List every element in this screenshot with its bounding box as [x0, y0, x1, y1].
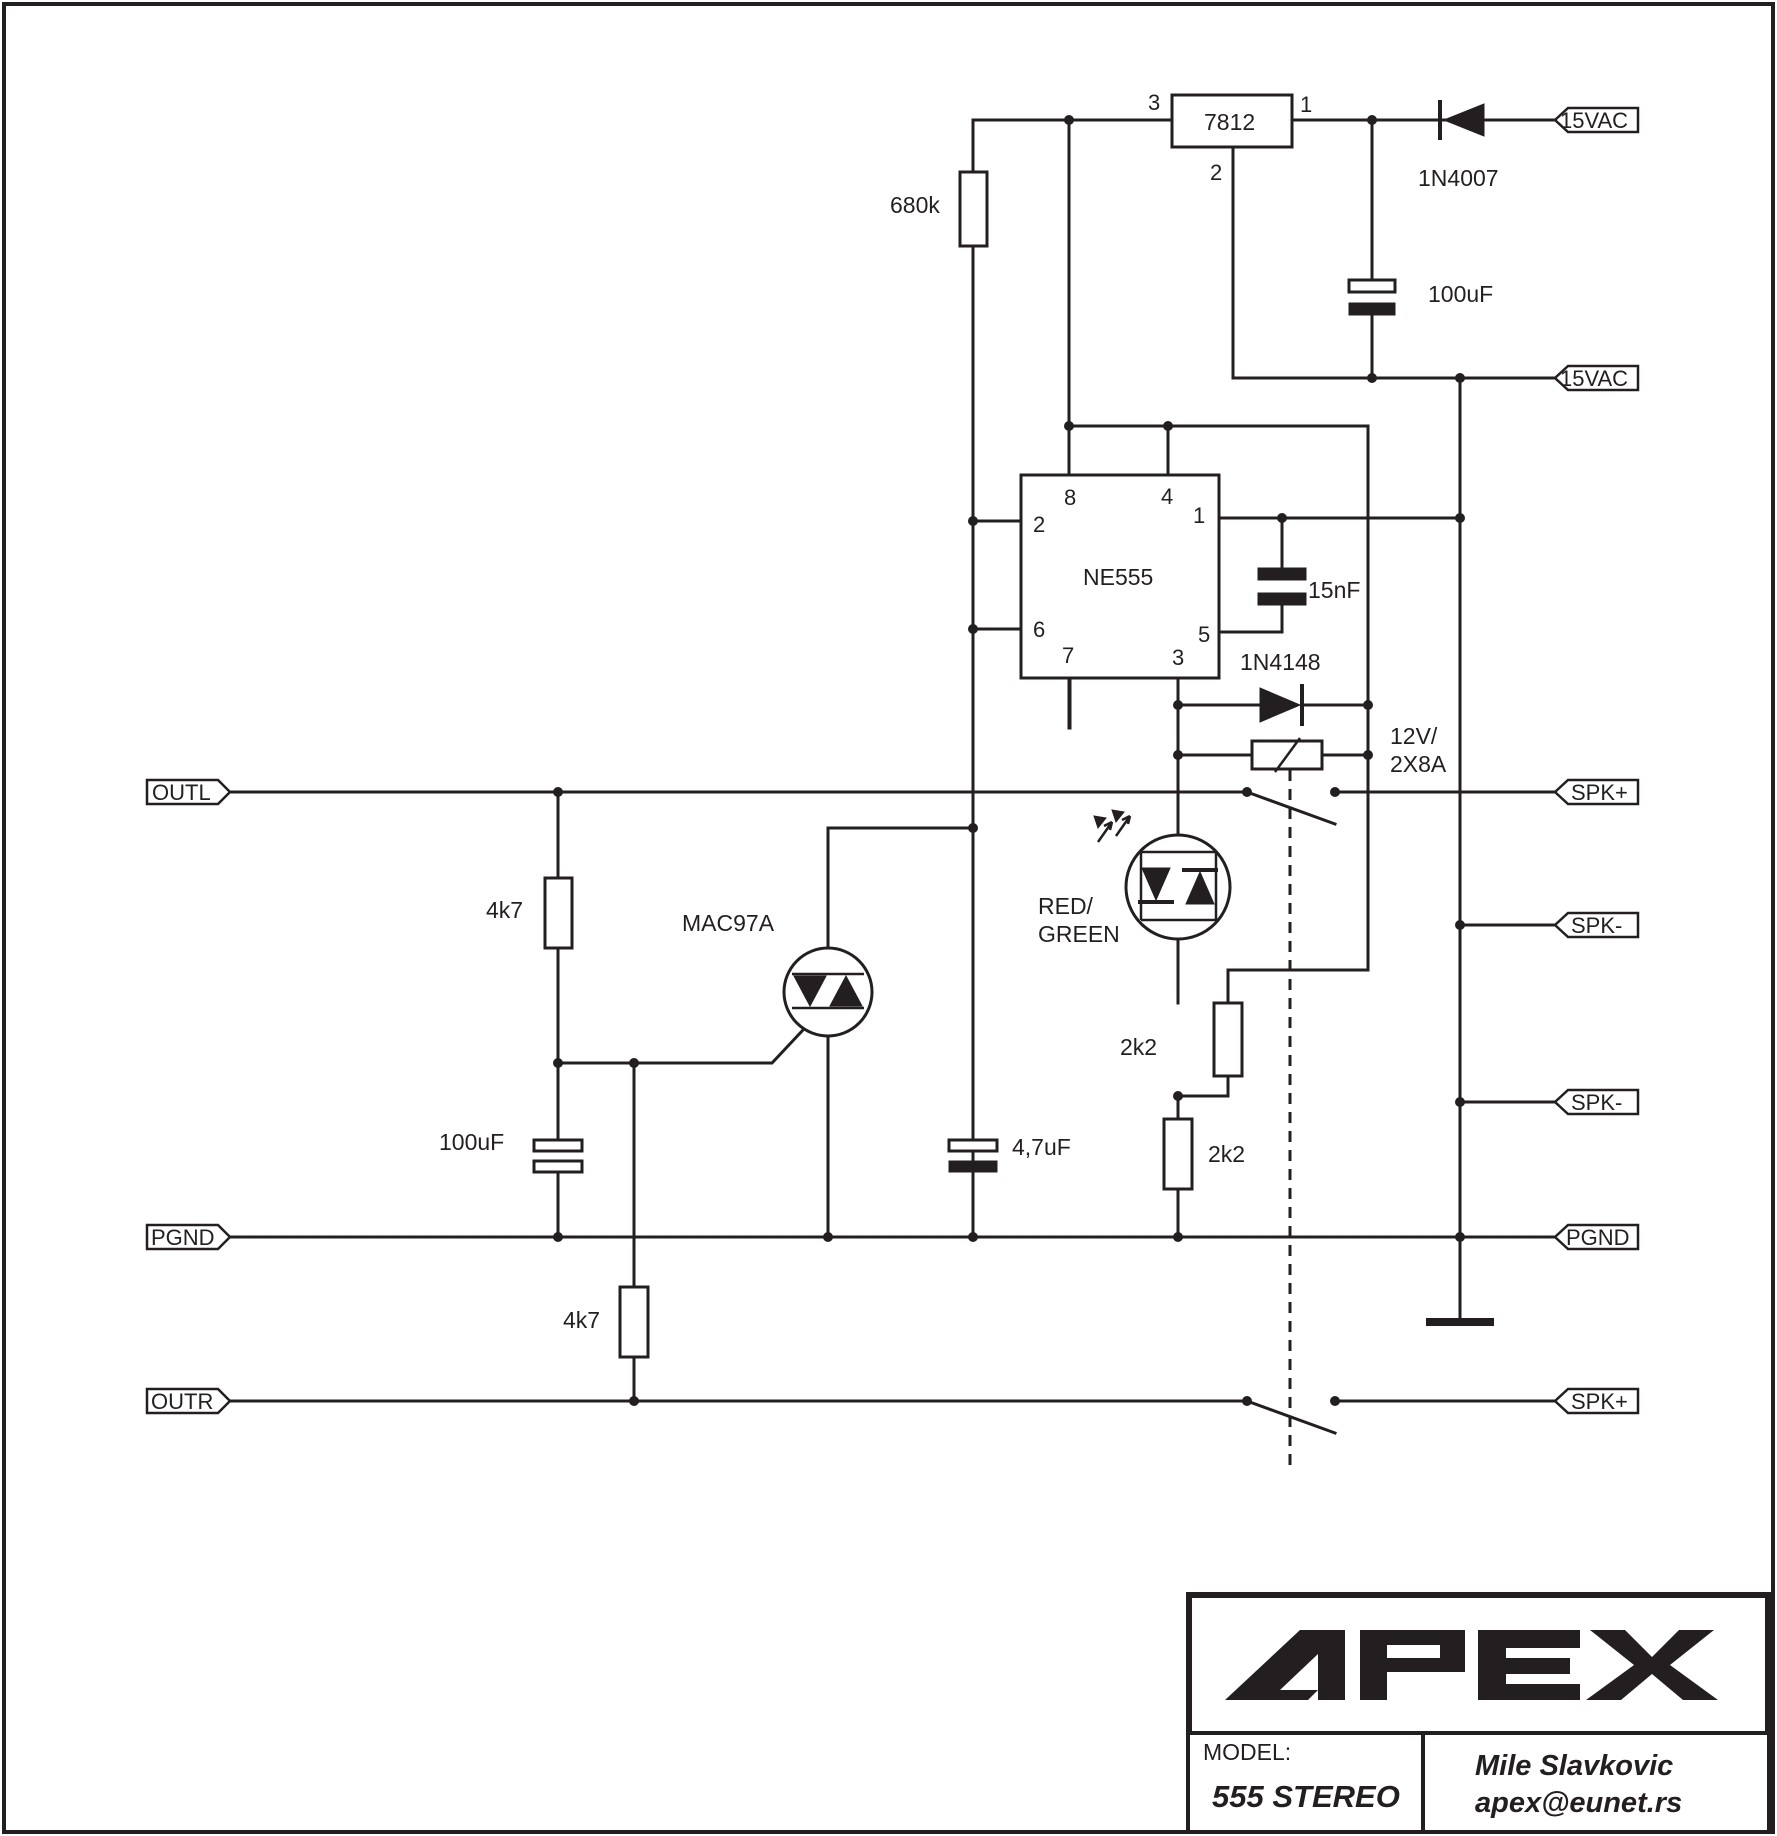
svg-text:1: 1 [1193, 503, 1205, 528]
junction-dots [553, 115, 1465, 1406]
svg-text:apex@eunet.rs: apex@eunet.rs [1475, 1787, 1682, 1819]
port-outl: OUTL [145, 778, 232, 806]
svg-text:3: 3 [1148, 90, 1160, 115]
svg-text:SPK+: SPK+ [1571, 1389, 1628, 1414]
svg-text:OUTL: OUTL [152, 780, 211, 805]
resistor-4k7-lower: 4k7 [563, 1285, 650, 1359]
svg-text:680k: 680k [890, 192, 940, 218]
port-outr: OUTR [145, 1387, 232, 1415]
regulator-7812: 7812 1 2 3 [1148, 90, 1312, 185]
capacitor-15nf: 15nF [1257, 567, 1360, 606]
svg-text:RED/: RED/ [1038, 893, 1094, 919]
wires [228, 118, 1557, 1435]
svg-text:8: 8 [1064, 485, 1076, 510]
svg-text:15nF: 15nF [1308, 577, 1360, 603]
svg-text:PGND: PGND [1566, 1225, 1630, 1250]
port-spk-minus-2: SPK- [1553, 1088, 1640, 1116]
svg-text:4k7: 4k7 [563, 1307, 600, 1333]
port-pgnd-right: PGND [1553, 1223, 1640, 1251]
svg-text:4,7uF: 4,7uF [1012, 1134, 1071, 1160]
port-spk-minus-1: SPK- [1553, 911, 1640, 939]
title-block: MODEL: 555 STEREO Mile Slavkovic apex@eu… [1186, 1592, 1771, 1834]
capacitor-4-7uf: 4,7uF [947, 1134, 1071, 1173]
svg-text:2: 2 [1033, 512, 1045, 537]
svg-text:1N4007: 1N4007 [1418, 165, 1499, 191]
svg-text:1: 1 [1300, 92, 1312, 117]
capacitor-100uf-main: 100uF [1347, 278, 1493, 316]
svg-text:SPK-: SPK- [1571, 913, 1622, 938]
svg-text:100uF: 100uF [439, 1129, 504, 1155]
port-15vac-top: 15VAC [1553, 106, 1640, 134]
port-spk-plus-bottom: SPK+ [1553, 1387, 1640, 1415]
svg-text:3: 3 [1172, 645, 1184, 670]
diode-1n4007: 1N4007 [1418, 100, 1499, 191]
svg-text:555 STEREO: 555 STEREO [1212, 1779, 1400, 1814]
resistor-2k2-lower: 2k2 [1162, 1117, 1245, 1191]
svg-text:2: 2 [1210, 160, 1222, 185]
svg-text:1N4148: 1N4148 [1240, 649, 1321, 675]
svg-text:4k7: 4k7 [486, 897, 523, 923]
svg-text:12V/: 12V/ [1390, 723, 1438, 749]
port-spk-plus-top: SPK+ [1553, 778, 1640, 806]
svg-text:4: 4 [1161, 484, 1173, 509]
svg-text:2k2: 2k2 [1208, 1141, 1245, 1167]
triac-mac97a: MAC97A [682, 910, 874, 1038]
resistor-680k: 680k [890, 170, 989, 248]
svg-text:6: 6 [1033, 617, 1045, 642]
capacitor-100uf-left: 100uF [439, 1129, 584, 1174]
svg-text:7812: 7812 [1204, 109, 1255, 135]
port-15vac-bottom: 15VAC [1553, 364, 1640, 392]
svg-text:GREEN: GREEN [1038, 921, 1120, 947]
svg-text:2X8A: 2X8A [1390, 751, 1447, 777]
apex-logo [1225, 1630, 1718, 1700]
svg-text:SPK-: SPK- [1571, 1090, 1622, 1115]
svg-text:MODEL:: MODEL: [1203, 1739, 1291, 1765]
svg-text:NE555: NE555 [1083, 564, 1153, 590]
svg-text:2k2: 2k2 [1120, 1034, 1157, 1060]
svg-text:PGND: PGND [151, 1225, 215, 1250]
svg-text:5: 5 [1198, 622, 1210, 647]
resistor-4k7-left: 4k7 [486, 876, 574, 950]
svg-text:SPK+: SPK+ [1571, 780, 1628, 805]
relay-coil: 12V/ 2X8A [1250, 723, 1447, 777]
svg-text:7: 7 [1062, 643, 1074, 668]
ic-ne555: NE555 1 2 3 4 5 6 7 8 [1019, 473, 1221, 680]
svg-text:100uF: 100uF [1428, 281, 1493, 307]
svg-text:15VAC: 15VAC [1560, 108, 1628, 133]
port-pgnd-left: PGND [145, 1223, 232, 1251]
svg-text:MAC97A: MAC97A [682, 910, 775, 936]
svg-text:OUTR: OUTR [151, 1389, 213, 1414]
svg-text:15VAC: 15VAC [1560, 366, 1628, 391]
resistor-2k2-upper: 2k2 [1120, 1001, 1244, 1078]
led-red-green: RED/ GREEN [1038, 809, 1232, 947]
diode-1n4148: 1N4148 [1240, 649, 1321, 726]
svg-text:Mile Slavkovic: Mile Slavkovic [1475, 1750, 1673, 1782]
